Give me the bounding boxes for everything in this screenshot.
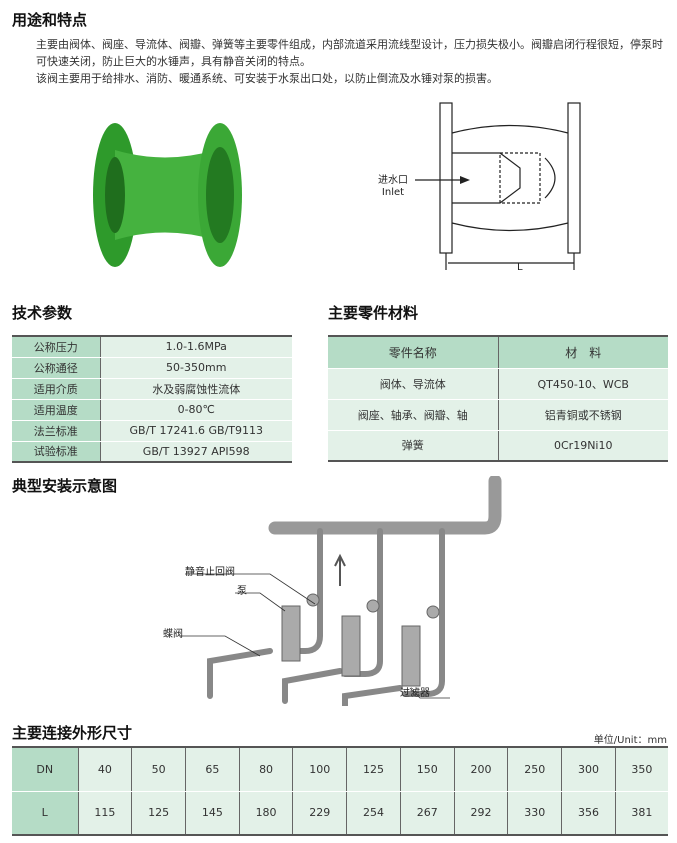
dims-cell: 200 [454,747,509,792]
dims-cell: 180 [239,791,294,836]
dims-cell: 254 [346,791,401,836]
tech-param-value: 1.0-1.6MPa [100,336,292,358]
usage-paragraph-2: 该阀主要用于给排水、消防、暖通系统、可安装于水泵出口处，以防止倒流及水锤对泵的损… [36,72,498,85]
dims-cell: 250 [507,747,563,792]
header-part-name: 零件名称 [328,336,499,369]
dims-cell: 50 [131,747,186,792]
part-name: 阀座、轴承、阀瓣、轴 [328,399,499,431]
usage-paragraph-1: 主要由阀体、阀座、导流体、阀瓣、弹簧等主要零件组成，内部流道采用流线型设计，压力… [36,38,663,68]
dims-row-label: L [12,791,79,836]
length-label: L [517,262,523,273]
install-diagram [180,476,502,706]
unit-label: 单位/Unit：mm [593,735,667,746]
section-title-install: 典型安装示意图 [12,477,118,495]
dims-cell: 65 [185,747,240,792]
materials-row: 阀座、轴承、阀瓣、轴铝青铜或不锈钢 [328,399,668,431]
dims-row-label: DN [12,747,79,792]
dims-cell: 115 [78,791,133,836]
dims-cell: 145 [185,791,240,836]
dims-cell: 229 [292,791,348,836]
dims-cell: 125 [346,747,401,792]
section-drawing [415,102,581,270]
dims-cell: 350 [615,747,668,792]
dims-cell: 40 [78,747,133,792]
dims-cell: 125 [131,791,186,836]
tech-param-value: GB/T 17241.6 GB/T9113 [100,420,292,442]
dims-cell: 300 [561,747,616,792]
part-material: 0Cr19Ni10 [498,430,668,462]
usage-text: 主要由阀体、阀座、导流体、阀瓣、弹簧等主要零件组成，内部流道采用流线型设计，压力… [12,36,672,87]
tech-param-name: 适用温度 [12,399,101,421]
tech-param-name: 公称压力 [12,336,101,358]
dims-cell: 100 [292,747,348,792]
dims-cell: 267 [400,791,455,836]
inlet-label: 进水口 Inlet [378,175,408,199]
part-material: QT450-10、WCB [498,368,668,400]
section-title-materials: 主要零件材料 [328,304,419,322]
header-material: 材 料 [498,336,668,369]
dims-cell: 80 [239,747,294,792]
tech-param-value: GB/T 13927 API598 [100,441,292,463]
tech-row: 适用介质水及弱腐蚀性流体 [12,378,292,400]
dims-cell: 356 [561,791,616,836]
label-filter: 过滤器 [400,688,430,699]
part-material: 铝青铜或不锈钢 [498,399,668,431]
tech-param-name: 公称通径 [12,357,101,379]
inlet-label-en: Inlet [381,187,405,198]
tech-param-name: 适用介质 [12,378,101,400]
dims-cell: 330 [507,791,563,836]
label-butterfly-valve: 蝶阀 [163,629,183,640]
tech-param-value: 50-350mm [100,357,292,379]
section-title-usage: 用途和特点 [12,11,88,29]
tech-param-value: 水及弱腐蚀性流体 [100,378,292,400]
label-pump: 泵 [237,586,247,597]
section-title-tech: 技术参数 [12,304,73,322]
tech-param-name: 试验标准 [12,441,101,463]
tech-param-name: 法兰标准 [12,420,101,442]
section-title-dims: 主要连接外形尺寸 [12,724,133,742]
part-name: 弹簧 [328,430,499,462]
dims-cell: 150 [400,747,455,792]
tech-param-value: 0-80℃ [100,399,292,421]
dims-cell: 292 [454,791,509,836]
dims-cell: 381 [615,791,668,836]
label-check-valve: 静音止回阀 [185,567,235,578]
materials-header-row: 零件名称 材 料 [328,336,668,369]
valve-photo [93,123,242,267]
inlet-label-cn: 进水口 [378,175,408,186]
part-name: 阀体、导流体 [328,368,499,400]
